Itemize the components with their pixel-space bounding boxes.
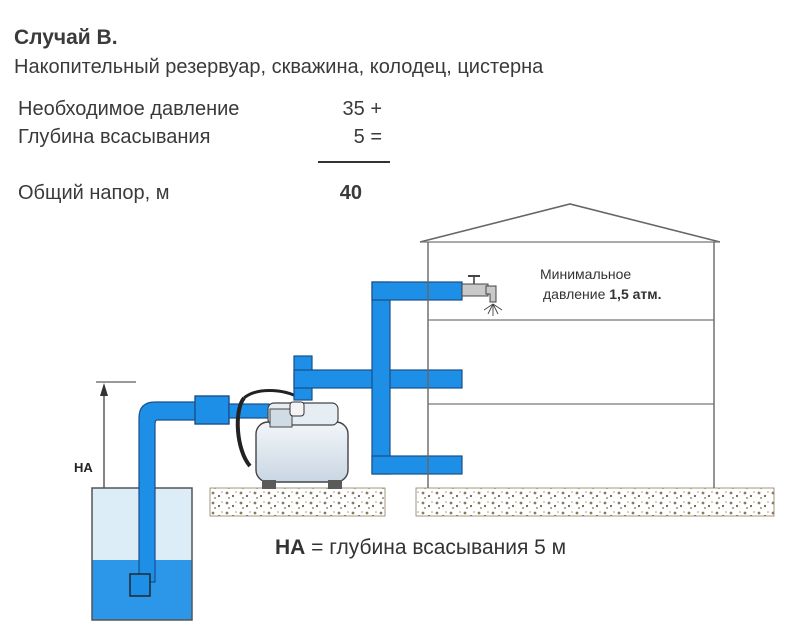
total-head-label: Общий напор, м	[18, 182, 170, 204]
distribution-riser	[371, 281, 391, 475]
min-pressure-note-line2: давление 1,5 атм.	[543, 286, 662, 302]
pressure-gauge	[289, 401, 305, 417]
sum-divider	[318, 161, 390, 163]
required-pressure-value: 35 +	[342, 98, 382, 120]
suction-depth-label: Глубина всасывания	[18, 126, 211, 148]
check-valve	[194, 395, 230, 425]
title: Случай В.	[14, 26, 118, 49]
ground-left	[209, 487, 386, 517]
suction-depth-value: 5 =	[353, 126, 382, 148]
legend-term: НА	[275, 536, 306, 559]
top-floor-pipe	[371, 281, 463, 301]
pressure-tank	[255, 421, 349, 483]
min-pressure-note-line1: Минимальное	[540, 266, 632, 282]
subtitle: Накопительный резервуар, скважина, колод…	[14, 56, 544, 78]
legend-text: = глубина всасывания 5 м	[305, 536, 567, 559]
min-pressure-value: 1,5 атм.	[609, 286, 662, 302]
faucet-icon	[461, 275, 503, 316]
ha-arrow-up	[100, 383, 108, 396]
bottom-floor-pipe	[371, 455, 463, 475]
ground-right	[415, 487, 775, 517]
min-pressure-note-text: давление	[543, 286, 606, 302]
pressure-hose	[235, 396, 252, 468]
total-head-value: 40	[339, 182, 362, 204]
foot-valve	[129, 573, 151, 597]
house-roof	[419, 203, 721, 243]
legend: НА = глубина всасывания 5 м	[275, 536, 566, 560]
ha-label: НА	[74, 460, 93, 475]
required-pressure-label: Необходимое давление	[18, 98, 240, 120]
